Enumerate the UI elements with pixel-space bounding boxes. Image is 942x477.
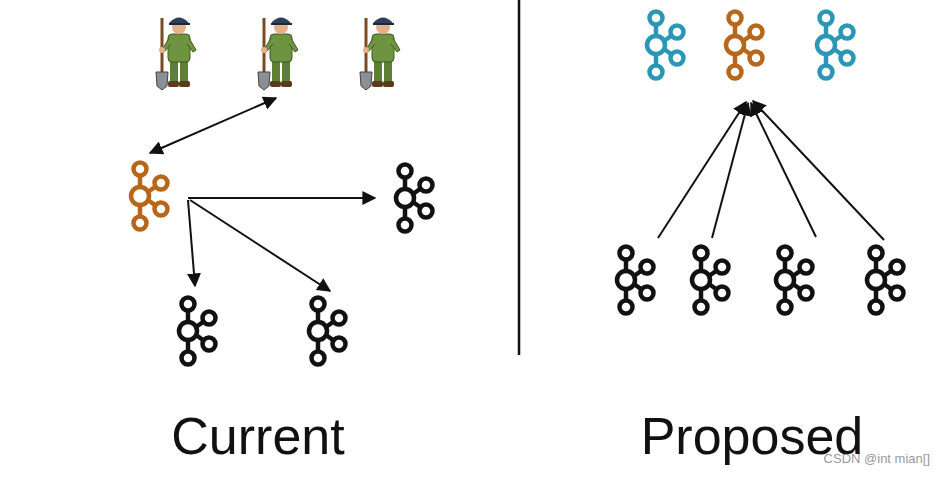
arrow — [188, 200, 195, 286]
kafka-broker-icon — [617, 247, 654, 314]
kafka-broker-icon — [309, 298, 346, 365]
arrow — [751, 103, 816, 237]
kafka-controller-icon — [726, 12, 763, 79]
kafka-controller-icon — [131, 163, 168, 230]
divider-line — [518, 0, 521, 355]
arrow — [658, 102, 746, 238]
kafka-broker-icon — [179, 298, 216, 365]
kafka-controller-icon — [647, 12, 684, 79]
arrow — [188, 197, 375, 199]
kafka-controller-icon — [817, 12, 854, 79]
watermark: CSDN @int mian[] — [824, 452, 930, 465]
zookeeper-figure — [360, 18, 400, 91]
zookeeper-figure — [258, 18, 298, 91]
arrow — [190, 200, 330, 291]
kafka-broker-icon — [692, 247, 729, 314]
arrow — [712, 103, 748, 238]
zookeeper-figure — [156, 18, 196, 91]
kafka-broker-icon — [396, 165, 433, 232]
section-title: Current — [171, 410, 344, 462]
kafka-broker-icon — [867, 247, 904, 314]
arrow — [753, 101, 884, 240]
arrow — [150, 98, 276, 153]
kafka-broker-icon — [776, 247, 813, 314]
